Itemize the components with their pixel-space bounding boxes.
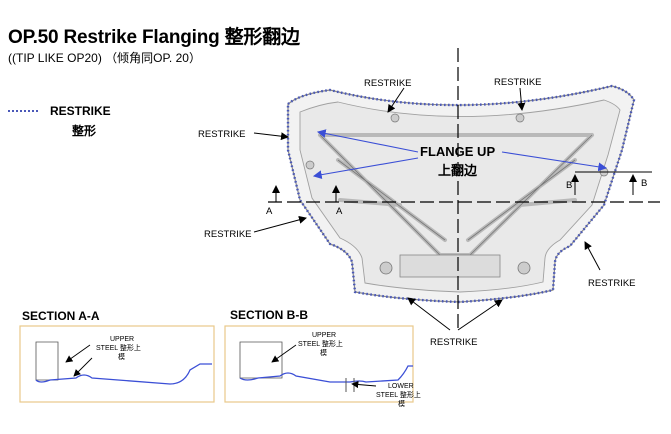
section-a-marker-left: A xyxy=(266,206,273,217)
flange-up-label: FLANGE UP xyxy=(420,144,496,159)
flange-up-label-cn: 上翻边 xyxy=(438,163,478,178)
page-title: OP.50 Restrike Flanging 整形翻边 xyxy=(8,27,300,48)
aa-upper-steel-label-3: 模 xyxy=(118,354,125,361)
restrike-label-top-right: RESTRIKE xyxy=(494,77,542,88)
bb-lower-steel-label-3: 模 xyxy=(398,401,405,408)
legend-dotted-line-icon xyxy=(8,110,38,112)
bb-lower-steel-label-1: LOWER xyxy=(388,383,414,390)
section-a-marker-right: A xyxy=(336,206,343,217)
restrike-label-bottom: RESTRIKE xyxy=(430,337,478,348)
section-b-marker-left: B xyxy=(566,180,573,191)
section-aa-title: SECTION A-A xyxy=(22,309,100,323)
aa-upper-steel-label-2: STEEL 整形上 xyxy=(96,345,141,352)
bb-upper-steel-label-1: UPPER xyxy=(312,332,337,339)
bb-upper-steel-label-3: 模 xyxy=(320,350,327,357)
aa-upper-steel-label-1: UPPER xyxy=(110,336,135,343)
page-subtitle: ((TIP LIKE OP20) （倾角同OP. 20） xyxy=(8,51,201,65)
hood-inner-outline xyxy=(299,99,621,293)
restrike-label-left: RESTRIKE xyxy=(198,129,246,140)
restrike-label-top-left: RESTRIKE xyxy=(364,78,412,89)
bb-lower-steel-label-2: STEEL 整形上 xyxy=(376,392,421,399)
section-bb-title: SECTION B-B xyxy=(230,308,308,322)
restrike-label-lower-left: RESTRIKE xyxy=(204,229,252,240)
restrike-perimeter-line xyxy=(286,84,636,304)
legend-label-cn: 整形 xyxy=(72,124,97,138)
legend-label-en: RESTRIKE xyxy=(50,104,111,118)
bb-upper-steel-label-2: STEEL 整形上 xyxy=(298,341,343,348)
section-b-marker-right: B xyxy=(641,178,648,189)
restrike-label-lower-right: RESTRIKE xyxy=(588,278,636,289)
